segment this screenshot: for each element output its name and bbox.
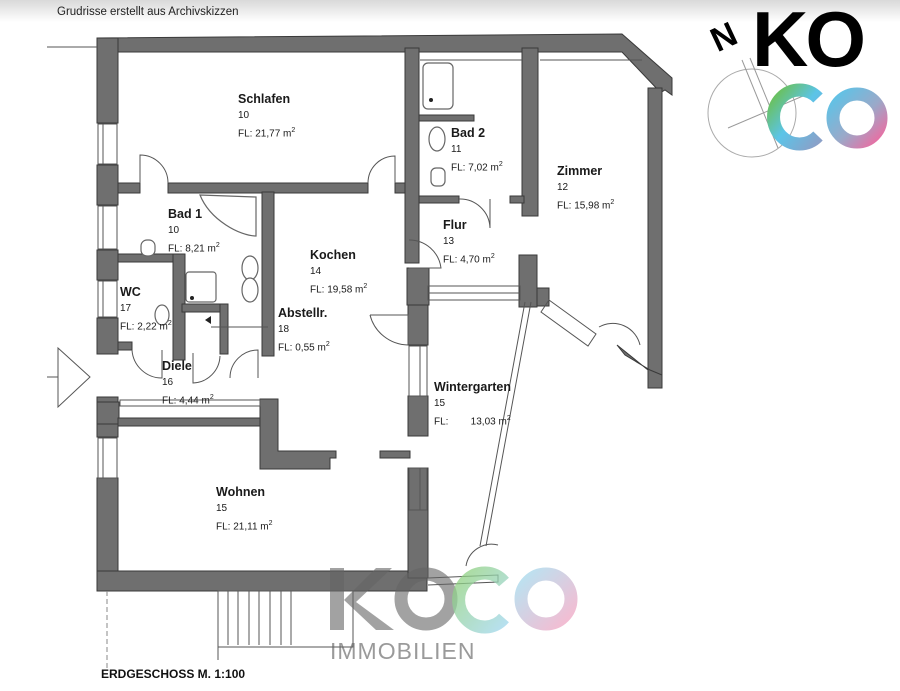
door-swings [131, 154, 641, 567]
room-area: FL: 15,98 m [557, 200, 611, 212]
room-number: 14 [310, 266, 322, 277]
room-wintergarten: Wintergarten 15 FL: 13,03 m2 [434, 380, 511, 428]
room-abstellraum: Abstellr. 18 FL: 0,55 m2 [278, 306, 330, 354]
room-number: 15 [434, 398, 446, 409]
room-area: FL: 21,11 m [216, 521, 269, 533]
room-number: 15 [216, 503, 228, 514]
svg-text:N: N [705, 15, 743, 60]
room-wc: WC 17 FL: 2,22 m2 [120, 285, 172, 333]
room-name: Zimmer [557, 164, 603, 178]
room-number: 13 [443, 236, 455, 247]
fixtures [140, 62, 454, 328]
koco-logo: N KO [700, 0, 900, 168]
room-name: Wohnen [216, 485, 266, 499]
entrance-arrow [47, 346, 91, 409]
room-number: 17 [120, 303, 132, 314]
room-number: 10 [168, 225, 180, 236]
room-area: FL: 19,58 m [310, 284, 364, 296]
wintergarten-glazing [427, 301, 532, 586]
north-compass-icon: N [705, 15, 888, 158]
room-name: Bad 1 [168, 207, 203, 221]
room-diele: Diele 16 FL: 4,44 m2 [162, 359, 214, 407]
room-schlafen: Schlafen 10 FL: 21,77 m2 [238, 92, 296, 140]
room-area: FL: 21,77 m [238, 128, 292, 140]
room-area: FL: 13,03 m [434, 416, 507, 428]
exterior-stairs [47, 46, 354, 670]
room-area: FL: 0,55 m [278, 342, 326, 354]
room-flur: Flur 13 FL: 4,70 m2 [443, 218, 495, 266]
room-name: WC [120, 285, 141, 299]
room-number: 16 [162, 377, 174, 388]
room-zimmer: Zimmer 12 FL: 15,98 m2 [557, 164, 615, 212]
room-area: FL: 2,22 m [120, 321, 168, 333]
room-bad-2: Bad 2 11 FL: 7,02 m2 [451, 126, 503, 174]
windows [97, 59, 642, 511]
watermark-subline: IMMOBILIEN [330, 638, 476, 664]
room-name: Abstellr. [278, 306, 328, 320]
room-name: Wintergarten [434, 380, 511, 394]
room-name: Flur [443, 218, 467, 232]
room-number: 11 [451, 144, 462, 155]
room-number: 18 [278, 324, 290, 335]
top-fade [0, 0, 900, 22]
room-wohnen: Wohnen 15 FL: 21,11 m2 [216, 485, 273, 533]
room-bad-1: Bad 1 10 FL: 8,21 m2 [168, 207, 220, 255]
room-name: Kochen [310, 248, 356, 262]
room-area: FL: 4,70 m [443, 254, 491, 266]
room-number: 12 [557, 182, 569, 193]
room-name: Diele [162, 359, 192, 373]
plan-subtitle: Grudrisse erstellt aus Archivskizzen [57, 6, 239, 18]
room-area: FL: 7,02 m [451, 162, 499, 174]
brand-top: KO [752, 0, 866, 83]
room-name: Bad 2 [451, 126, 486, 140]
room-name: Schlafen [238, 92, 291, 106]
room-kochen: Kochen 14 FL: 19,58 m2 [310, 248, 368, 296]
watermark-logo-icon [330, 566, 578, 634]
walls [96, 33, 673, 592]
room-number: 10 [238, 110, 250, 121]
floor-label: ERDGESCHOSS M. 1:100 [101, 667, 246, 681]
watermark: IMMOBILIEN [326, 560, 586, 670]
room-area: FL: 8,21 m [168, 243, 216, 255]
room-area: FL: 4,44 m [162, 395, 210, 407]
